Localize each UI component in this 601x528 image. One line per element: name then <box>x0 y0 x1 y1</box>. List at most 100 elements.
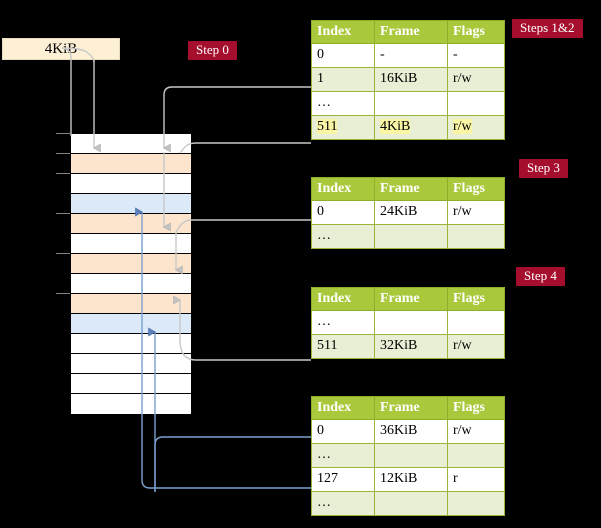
table-cell-index: … <box>311 91 375 116</box>
highlighted-value: r/w <box>453 119 472 134</box>
column-header-index: Index <box>311 396 375 420</box>
memory-frame-row <box>71 354 191 374</box>
highlighted-value: 4KiB <box>380 119 411 134</box>
column-header-flags: Flags <box>447 396 505 420</box>
table-cell-index: 0 <box>311 200 375 225</box>
table-cell-flags: r/w <box>447 115 505 140</box>
table-row: … <box>311 224 505 249</box>
table-cell-index: 511 <box>311 334 375 359</box>
table-cell-frame <box>374 224 448 249</box>
table-row: … <box>311 91 505 116</box>
highlighted-value: 511 <box>317 119 338 134</box>
memory-frame-row <box>71 334 191 354</box>
table-cell-index: 127 <box>311 467 375 492</box>
table-cell-index: … <box>311 310 375 335</box>
table-cell-frame: - <box>374 43 448 68</box>
table-cell-index: 511 <box>311 115 375 140</box>
memory-frame-row <box>71 314 191 334</box>
memory-frame-row <box>71 214 191 234</box>
column-header-index: Index <box>311 177 375 201</box>
badge-label: Step 0 <box>196 42 229 57</box>
badge-steps-1-2: Steps 1&2 <box>512 19 583 38</box>
badge-step-3: Step 3 <box>519 159 568 178</box>
table-cell-flags <box>447 310 505 335</box>
column-header-frame: Frame <box>374 20 448 44</box>
column-header-flags: Flags <box>447 20 505 44</box>
column-header-flags: Flags <box>447 287 505 311</box>
table-cell-flags <box>447 491 505 516</box>
table-cell-flags <box>447 443 505 468</box>
column-header-frame: Frame <box>374 177 448 201</box>
memory-frame-row <box>71 134 191 154</box>
memory-tick <box>56 153 70 154</box>
table-cell-flags: r/w <box>447 419 505 444</box>
memory-frame-row <box>71 274 191 294</box>
table-cell-flags: r/w <box>447 67 505 92</box>
badge-step-0: Step 0 <box>188 41 237 60</box>
column-header-index: Index <box>311 20 375 44</box>
badge-label: Step 4 <box>524 268 557 283</box>
table-row: … <box>311 310 505 335</box>
column-header-frame: Frame <box>374 396 448 420</box>
table-row: … <box>311 491 505 516</box>
table-cell-flags: r/w <box>447 200 505 225</box>
table-cell-frame: 36KiB <box>374 419 448 444</box>
memory-frame-row <box>71 154 191 174</box>
table-cell-flags: r <box>447 467 505 492</box>
memory-frame-row <box>71 194 191 214</box>
column-header-flags: Flags <box>447 177 505 201</box>
table-cell-frame: 32KiB <box>374 334 448 359</box>
table-cell-flags <box>447 91 505 116</box>
badge-label: Step 3 <box>527 160 560 175</box>
memory-tick <box>56 253 70 254</box>
table-cell-flags: r/w <box>447 334 505 359</box>
memory-tick <box>56 173 70 174</box>
table-cell-index: 0 <box>311 419 375 444</box>
memory-frame-row <box>71 374 191 394</box>
table-cell-frame: 4KiB <box>374 115 448 140</box>
table-cell-frame: 12KiB <box>374 467 448 492</box>
table-row: 511 4KiB r/w <box>311 115 505 140</box>
table-cell-frame: 24KiB <box>374 200 448 225</box>
memory-frame-row <box>71 234 191 254</box>
physical-memory-column <box>70 133 191 415</box>
table-cell-index: … <box>311 491 375 516</box>
memory-tick <box>56 133 70 134</box>
table-cell-index: 1 <box>311 67 375 92</box>
table-cell-frame <box>374 310 448 335</box>
table-cell-frame <box>374 443 448 468</box>
column-header-frame: Frame <box>374 287 448 311</box>
memory-frame-row <box>71 294 191 314</box>
table-cell-index: … <box>311 224 375 249</box>
virtual-page-box: 4KiB <box>2 38 120 60</box>
table-cell-frame: 16KiB <box>374 67 448 92</box>
memory-frame-row <box>71 394 191 414</box>
memory-frame-row <box>71 254 191 274</box>
table-cell-frame <box>374 491 448 516</box>
virtual-page-label: 4KiB <box>44 40 78 57</box>
table-cell-frame <box>374 91 448 116</box>
badge-label: Steps 1&2 <box>520 20 575 35</box>
column-header-index: Index <box>311 287 375 311</box>
table-row: 0-- <box>311 43 505 68</box>
table-row: … <box>311 443 505 468</box>
memory-frame-row <box>71 174 191 194</box>
table-cell-index: … <box>311 443 375 468</box>
table-cell-flags: - <box>447 43 505 68</box>
table-cell-flags <box>447 224 505 249</box>
memory-tick <box>56 293 70 294</box>
table-cell-index: 0 <box>311 43 375 68</box>
